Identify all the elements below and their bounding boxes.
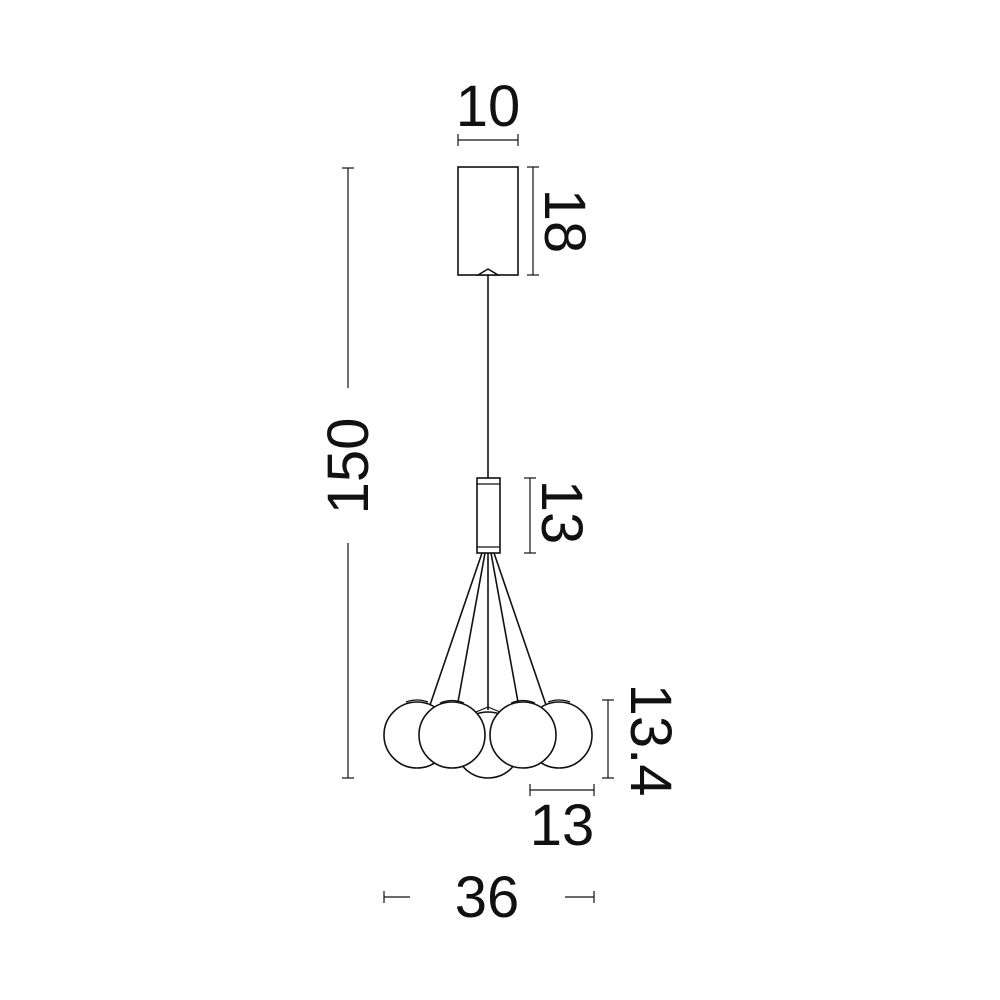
- globe-cluster: [383, 699, 593, 779]
- globe-cable-2: [457, 552, 486, 703]
- globe-far-left-cap: [405, 699, 429, 703]
- globe-cable-1: [429, 552, 483, 706]
- overall-width-label: 36: [455, 865, 520, 930]
- globe-cable-5: [493, 552, 547, 706]
- connector-body: [476, 477, 501, 554]
- canopy-width-dimension: 10: [456, 74, 521, 146]
- globe-center-cap: [475, 706, 501, 713]
- overall-width-dimension: 36: [383, 865, 595, 930]
- globe-width-label: 13: [530, 793, 595, 858]
- total-height-dimension: 150: [316, 167, 381, 779]
- connector-height-label: 13: [529, 480, 594, 545]
- globe-inner-right: [489, 701, 557, 769]
- canopy-height-label: 18: [532, 189, 597, 254]
- globe-height-dimension: 13.4: [602, 684, 683, 797]
- canopy-width-label: 10: [456, 74, 521, 139]
- globe-height-label: 13.4: [618, 684, 683, 797]
- canopy-body: [457, 166, 519, 276]
- canopy-height-dimension: 18: [527, 166, 597, 276]
- globe-inner-left-cap: [439, 699, 465, 704]
- globe-width-dimension: 13: [529, 784, 595, 858]
- globe-inner-left: [418, 701, 486, 769]
- globe-cable-4: [490, 552, 519, 703]
- globe-cables: [429, 552, 547, 710]
- total-height-label: 150: [316, 418, 381, 515]
- globe-far-right-cap: [547, 699, 571, 703]
- connector-height-dimension: 13: [524, 477, 594, 554]
- globe-inner-right-cap: [510, 699, 536, 704]
